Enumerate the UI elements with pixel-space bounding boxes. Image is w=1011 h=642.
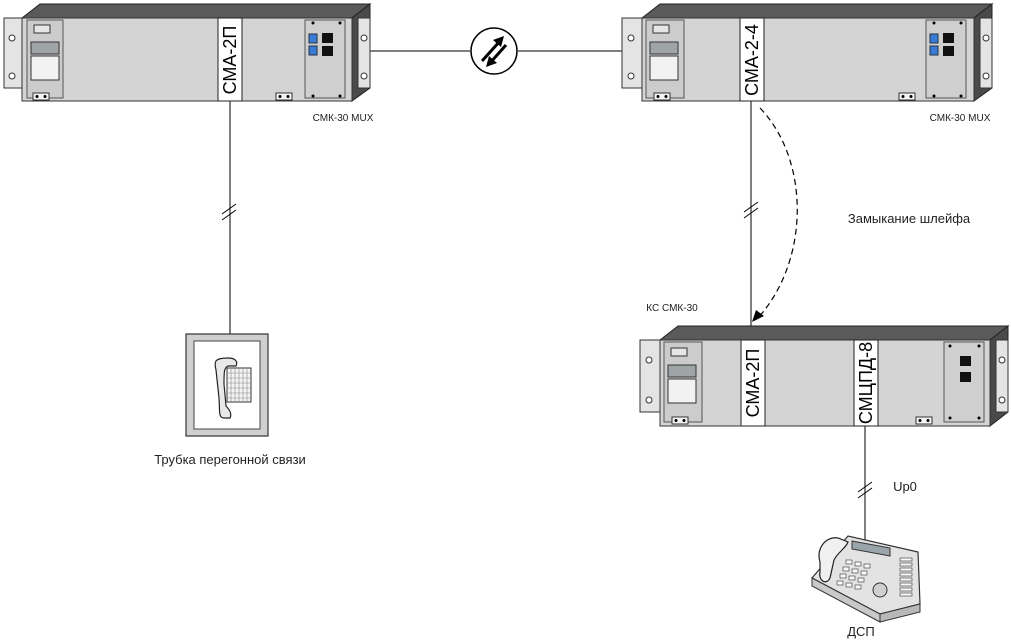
rack-right: СМА-2-4 (621, 2, 994, 102)
loop-closure-label: Замыкание шлейфа (848, 211, 971, 226)
dsp-label: ДСП (847, 624, 875, 639)
desk-phone-icon (811, 535, 921, 623)
up0-label: Up0 (893, 479, 917, 494)
connections (221, 50, 873, 540)
wall-handset-icon (185, 333, 269, 437)
bidirectional-arrows-icon (470, 27, 518, 75)
rack-bottom-caption: КС СМК-30 (646, 303, 698, 314)
rack-right-caption: СМК-30 MUX (930, 113, 991, 124)
module-label-bottom-2: СМЦПД-8 (856, 342, 876, 424)
module-label-right: СМА-2-4 (742, 24, 762, 96)
rack-bottom: СМА-2П СМЦПД-8 (639, 324, 1010, 428)
module-label-bottom-1: СМА-2П (743, 349, 763, 418)
loop-arrow-head (752, 310, 764, 322)
module-label-left: СМА-2П (220, 26, 240, 95)
loop-closure-arc (757, 107, 798, 319)
rack-left-caption: СМК-30 MUX (313, 113, 374, 124)
handset-label: Трубка перегонной связи (154, 452, 306, 467)
rack-left: СМА-2П (3, 2, 372, 102)
